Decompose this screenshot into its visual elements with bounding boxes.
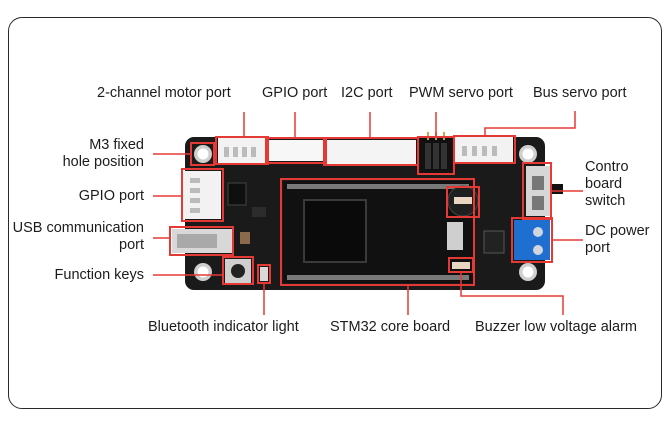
label-motor-port: 2-channel motor port — [97, 85, 231, 101]
buzzer-cap-2 — [452, 262, 470, 269]
label-usb-port: USB communication port — [8, 220, 144, 254]
reset-button — [447, 222, 463, 250]
motor-port-connector — [218, 138, 266, 163]
mounting-hole-bottom-right — [519, 263, 537, 281]
i2c-connector — [326, 140, 416, 164]
label-i2c-port: I2C port — [341, 85, 393, 101]
dc-power-terminal — [514, 220, 550, 260]
leader-bus-servo — [484, 111, 576, 136]
highlight-function-keys — [222, 256, 254, 285]
function-key-switch — [225, 259, 251, 283]
mounting-hole-top-left — [194, 145, 212, 163]
label-m3-hole: M3 fixed hole position — [40, 137, 144, 171]
stm32-pin-row-top — [287, 184, 469, 189]
label-usb-line1: USB communication — [12, 220, 144, 236]
label-m3-hole-line2: hole position — [62, 154, 144, 170]
label-control-switch-line1: Contro — [585, 159, 629, 175]
label-dc-power-line1: DC power — [585, 223, 650, 239]
control-switch-component — [526, 166, 563, 216]
bluetooth-led — [260, 267, 268, 281]
highlight-stm32 — [280, 178, 475, 286]
mounting-hole-bottom-left — [194, 263, 212, 281]
highlight-gpio-top — [265, 137, 327, 164]
label-buzzer-alarm: Buzzer low voltage alarm — [475, 319, 637, 335]
chip-small-1 — [227, 182, 247, 206]
stm32-pin-row-bottom — [287, 275, 469, 280]
label-function-keys: Function keys — [54, 267, 144, 283]
gpio-top-connector — [267, 140, 325, 161]
capacitor — [483, 230, 505, 254]
bus-servo-connector — [455, 137, 513, 162]
gpio-left-connector — [183, 171, 221, 219]
label-bus-servo-port: Bus servo port — [533, 85, 627, 101]
pwm-servo-connector — [420, 132, 452, 173]
label-control-switch-line3: switch — [585, 193, 626, 209]
label-pwm-servo-port: PWM servo port — [409, 85, 513, 101]
usb-connector — [172, 229, 232, 253]
label-stm32-core: STM32 core board — [330, 319, 451, 335]
highlight-motor-port — [215, 136, 269, 165]
label-bluetooth-light: Bluetooth indicator light — [148, 319, 299, 335]
label-dc-power: DC power port — [585, 223, 649, 257]
label-control-switch: Contro board switch — [585, 159, 629, 210]
highlight-usb — [169, 226, 234, 256]
label-gpio-port-top: GPIO port — [262, 85, 328, 101]
leader-buzzer — [460, 272, 564, 315]
chip-small-3 — [252, 207, 266, 217]
highlight-gpio-left — [181, 168, 224, 222]
chip-small-2 — [240, 232, 250, 244]
label-m3-hole-line1: M3 fixed — [89, 137, 144, 153]
label-dc-power-line2: port — [585, 240, 610, 256]
mounting-hole-top-right — [519, 145, 537, 163]
stm32-mcu-chip — [303, 199, 367, 263]
diagram-frame — [8, 17, 662, 409]
buzzer-label-cap — [454, 197, 472, 204]
label-usb-line2: port — [119, 237, 144, 253]
label-control-switch-line2: board — [585, 176, 623, 192]
label-gpio-port-left: GPIO port — [78, 188, 144, 204]
highlight-buzzer — [446, 186, 480, 218]
